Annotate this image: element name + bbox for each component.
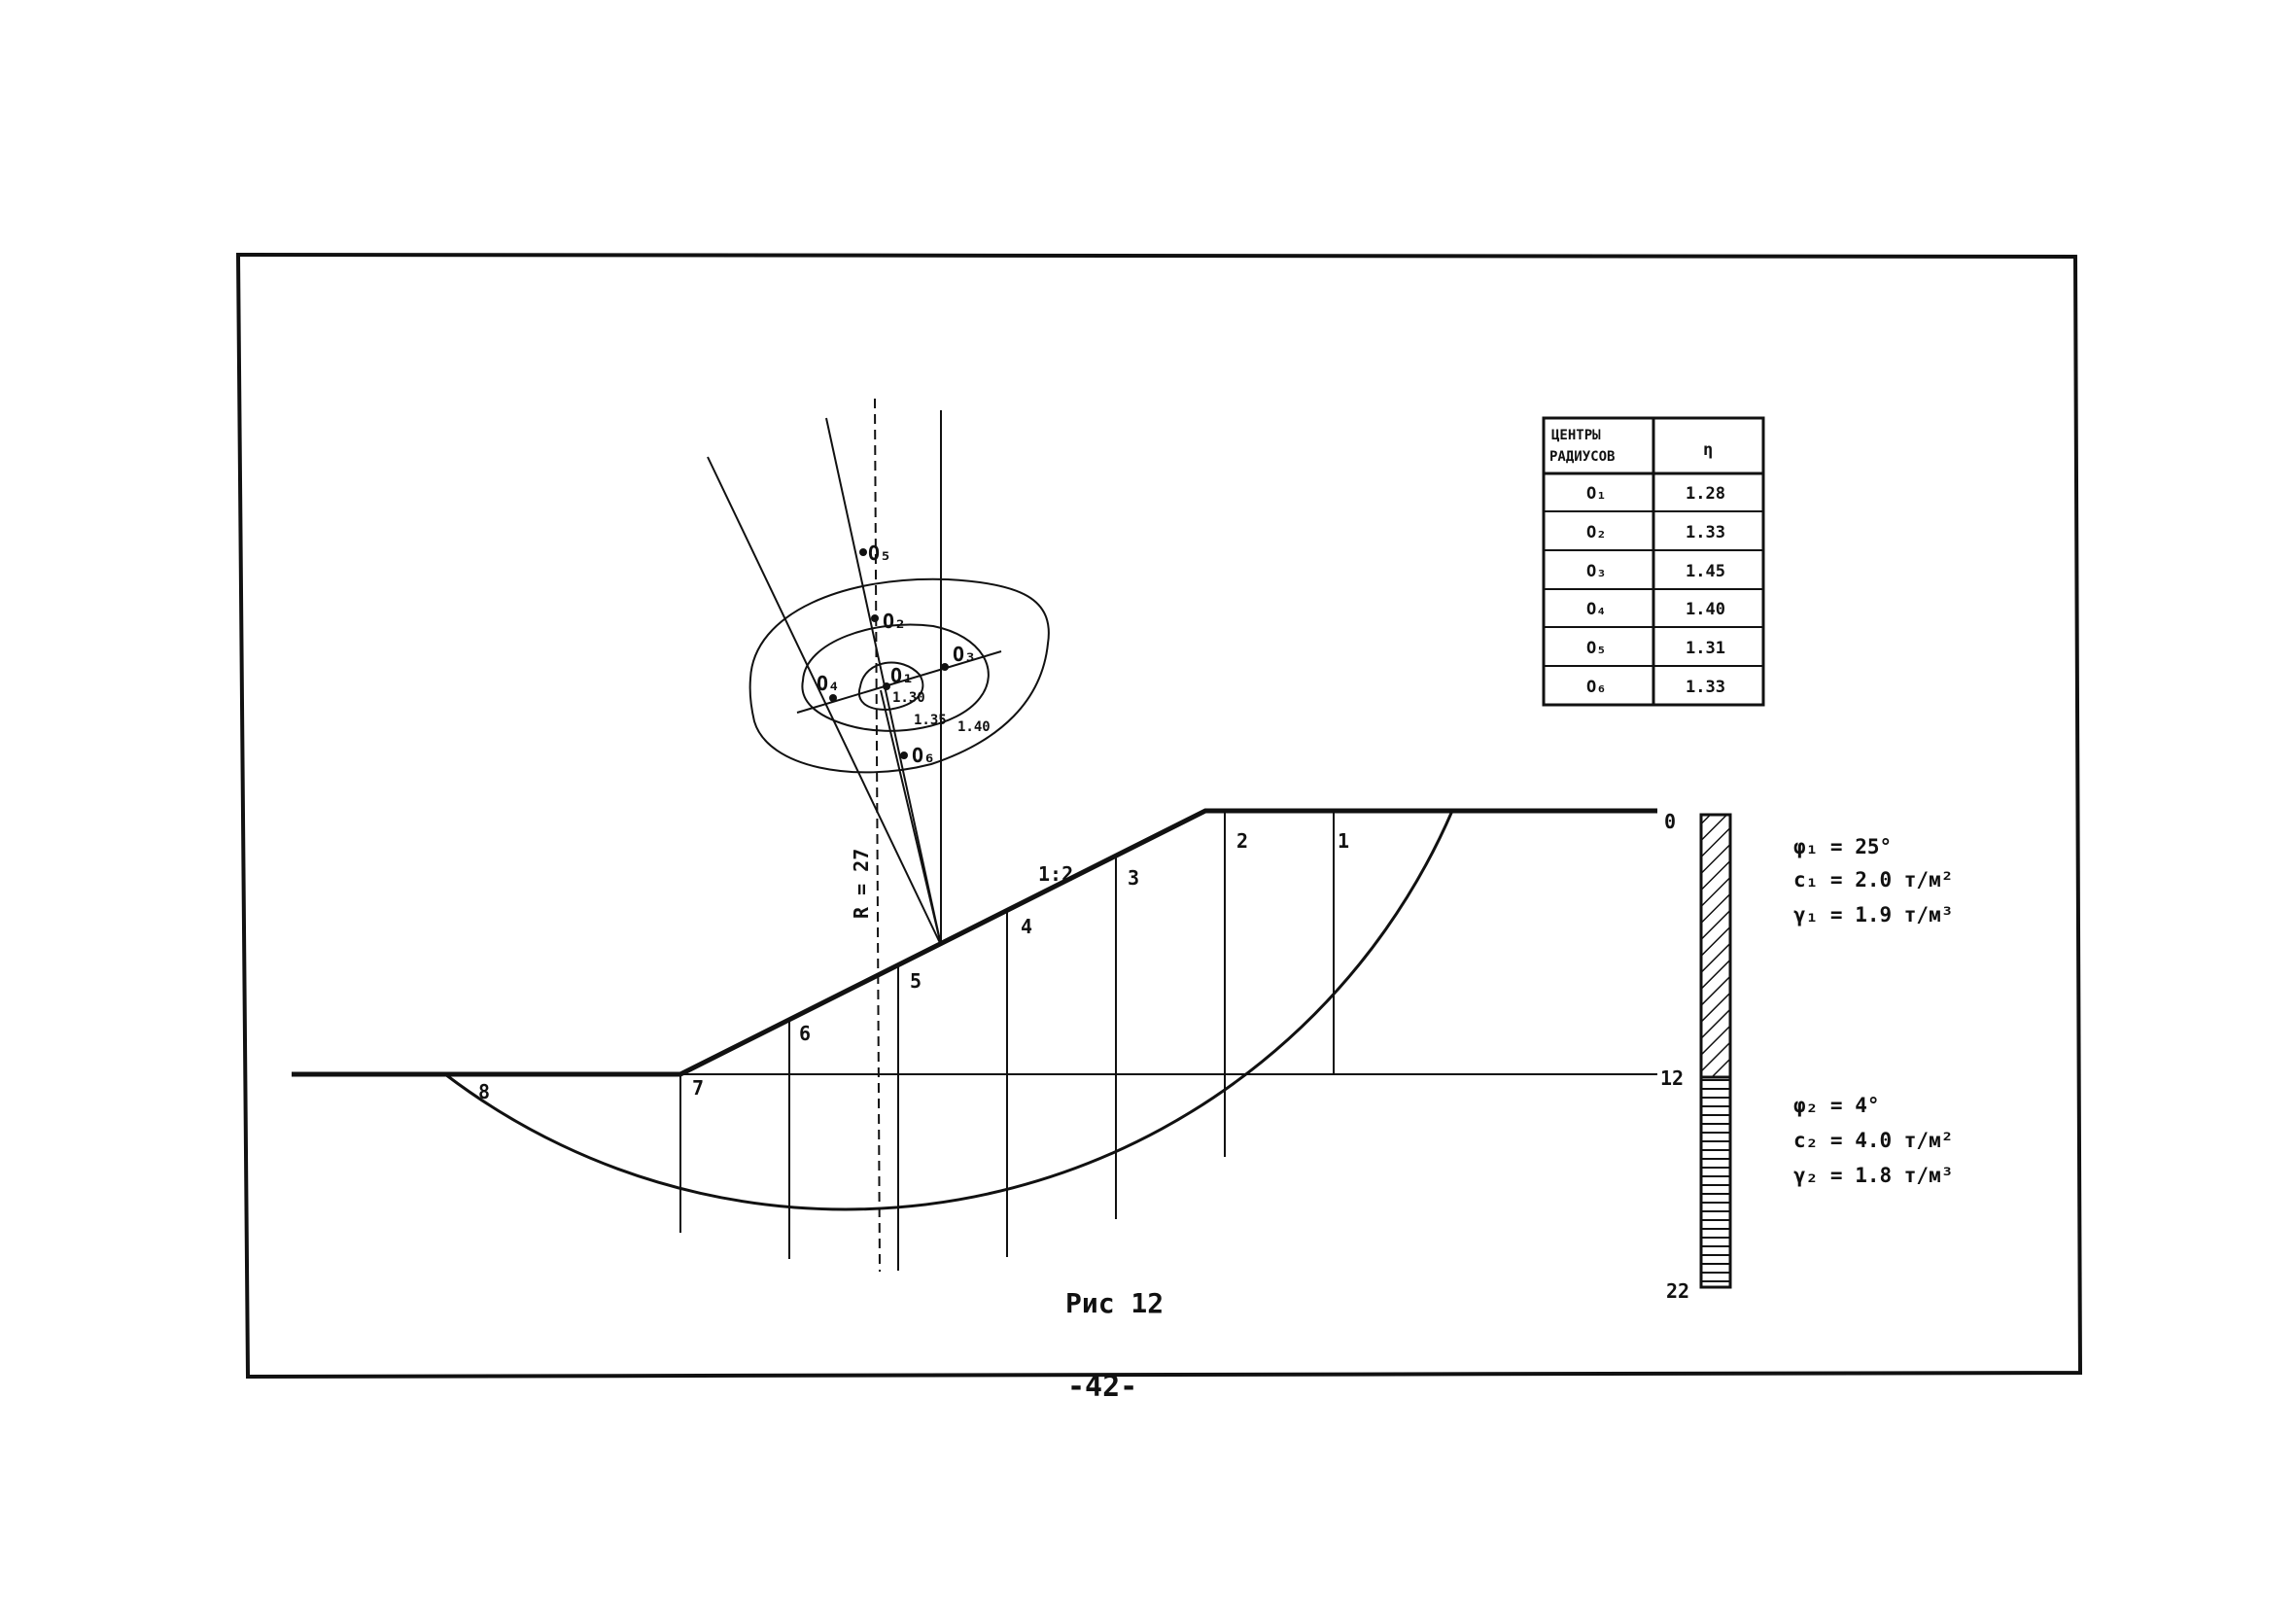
soil-column [1699, 813, 1732, 1289]
center-o1-dot [883, 682, 890, 690]
center-o2-dot [871, 614, 879, 622]
contour-1-40-label: 1.40 [957, 719, 991, 735]
table-row-value: 1.40 [1686, 600, 1725, 619]
table-row-value: 1.33 [1686, 678, 1725, 697]
slice-number-5: 5 [910, 969, 922, 993]
center-o5-dot [859, 548, 867, 556]
contour-1-30 [857, 661, 924, 712]
contour-1-30-label: 1.30 [892, 690, 925, 706]
table-row-center: O₂ [1586, 523, 1606, 542]
contour-1-35 [801, 623, 990, 732]
slice-number-4: 4 [1021, 915, 1032, 938]
slice-number-8: 8 [478, 1080, 490, 1103]
layer2-phi: φ₂ = 4° [1793, 1094, 1880, 1117]
table-header-centers-line1: ЦЕНТРЫ [1551, 428, 1601, 443]
center-points [829, 548, 949, 759]
depth-mark-0: 0 [1664, 810, 1676, 833]
centers-table: ЦЕНТРЫ РАДИУСОВ η O₁ 1.28 O₂ 1.33 O₃ 1.4… [1542, 416, 1765, 707]
radius-lines [707, 398, 942, 1273]
soil-layer-1-hatch [1699, 813, 1732, 1079]
center-o5-label: O₅ [868, 542, 891, 565]
page-number: -42- [1067, 1370, 1137, 1404]
center-o6-label: O₆ [912, 744, 935, 767]
layer1-unit-weight: γ₁ = 1.9 т/м³ [1793, 903, 1953, 926]
depth-mark-12: 12 [1660, 1066, 1684, 1090]
slip-circle-arc [444, 810, 1454, 1211]
slice-number-7: 7 [692, 1076, 704, 1100]
table-row-value: 1.31 [1686, 639, 1725, 658]
center-o3-label: O₃ [953, 643, 976, 666]
layer1-phi: φ₁ = 25° [1793, 835, 1892, 858]
table-row-center: O₄ [1586, 600, 1606, 619]
centers-axis-line [796, 650, 1002, 714]
table-row-center: O₆ [1586, 678, 1606, 697]
table-row-center: O₁ [1586, 484, 1606, 504]
depth-mark-22: 22 [1666, 1279, 1689, 1303]
soil-layer-2-hatch [1699, 1075, 1732, 1289]
slice-number-2: 2 [1236, 829, 1248, 853]
table-row-value: 1.28 [1686, 484, 1725, 504]
slice-number-3: 3 [1128, 866, 1139, 890]
layer2-unit-weight: γ₂ = 1.8 т/м³ [1793, 1164, 1953, 1187]
table-header-centers-line2: РАДИУСОВ [1549, 449, 1615, 465]
center-o4-label: O₄ [817, 672, 840, 695]
ground-surface-line [292, 808, 1657, 1077]
drawing-frame [235, 252, 2083, 1380]
slice-number-1: 1 [1338, 829, 1349, 853]
table-row-value: 1.33 [1686, 523, 1725, 542]
table-header-eta: η [1703, 440, 1713, 460]
radius-label: R = 27 [850, 849, 873, 919]
center-o4-dot [829, 694, 837, 702]
table-row-center: O₅ [1586, 639, 1606, 658]
slope-ratio-label: 1:2 [1038, 862, 1073, 886]
layer1-cohesion: c₁ = 2.0 т/м² [1793, 868, 1953, 891]
contour-1-40 [748, 577, 1050, 774]
table-row-value: 1.45 [1686, 562, 1725, 581]
contour-1-35-label: 1.35 [914, 713, 947, 728]
slice-number-6: 6 [799, 1022, 811, 1045]
layer2-cohesion: c₂ = 4.0 т/м² [1793, 1129, 1953, 1152]
safety-contours [748, 577, 1050, 774]
figure-caption: Рис 12 [1065, 1287, 1164, 1319]
table-row-center: O₃ [1586, 562, 1606, 581]
center-o1-label: O₁ [890, 664, 914, 687]
center-o2-label: O₂ [883, 610, 906, 633]
slice-lines [679, 811, 1335, 1271]
center-o6-dot [900, 752, 908, 759]
center-o3-dot [941, 663, 949, 671]
